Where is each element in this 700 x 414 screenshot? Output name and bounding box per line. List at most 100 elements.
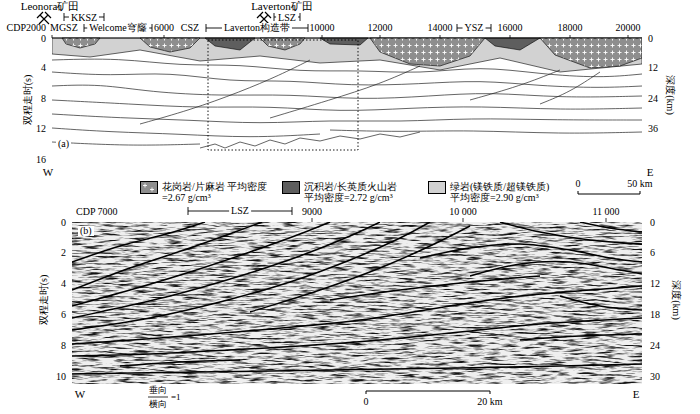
axis-tick-label: 0 [648, 34, 653, 44]
shear-zone-label: LSZ [276, 13, 298, 23]
shear-zone-label: CSZ [181, 23, 199, 33]
mine-label: Laverton矿田 [251, 1, 313, 12]
belt-label: Laverton构造带 [222, 23, 292, 33]
shear-zone-label: MGSZ [50, 23, 78, 33]
reflector-line [540, 72, 600, 104]
extent-bracket [206, 24, 308, 32]
axis-tick-label: 12 [36, 124, 46, 134]
interpreted-fault [72, 364, 642, 374]
reflector-line [270, 66, 420, 118]
scale-label: 20 km [477, 397, 502, 407]
axis-tick-label: 18 [650, 310, 660, 320]
legend-text: 沉积岩/长英质火山岩 平均密度=2.72 g/cm³ [304, 181, 412, 203]
axis-tick [380, 35, 381, 38]
reflector-line [52, 85, 642, 98]
scale-label: 0 [576, 179, 581, 189]
interpreted-fault [470, 262, 642, 276]
axis-title: 深度(km) [665, 75, 675, 114]
legend-text: 花岗岩/片麻岩 平均密度=2.67 g/cm³ [162, 181, 270, 203]
axis-tick-label: 24 [650, 341, 660, 351]
dome-label: Welcome穹窿 [87, 23, 149, 33]
legend-item: 花岗岩/片麻岩 平均密度=2.67 g/cm³ [140, 181, 270, 203]
interpreted-fault [72, 286, 642, 344]
interpreted-fault [120, 360, 240, 366]
direction-label: W [43, 167, 53, 178]
direction-label: E [647, 167, 654, 178]
cdp-label: 14000 [428, 23, 453, 33]
axis-tick-label: 8 [61, 341, 66, 351]
interpreted-fault [250, 226, 470, 312]
axis-tick [322, 35, 323, 38]
granite-unit [370, 38, 485, 66]
interpreted-fault [300, 318, 642, 346]
ratio-label: =1 [171, 393, 181, 402]
axis-tick-label: 30 [650, 372, 660, 382]
surface-line [52, 38, 642, 39]
axis-tick-label: 2 [61, 248, 66, 258]
scale-label: 50 km [627, 179, 652, 189]
zoom-box [208, 40, 358, 150]
axis-tick-label: 0 [41, 34, 46, 44]
legend-item: 绿岩(镁铁质/超镁铁质) 平均密度=2.90 g/cm³ [428, 181, 558, 203]
interpreted-fault [72, 222, 430, 330]
mine-label: Leonora矿田 [21, 1, 80, 12]
reflector-line [330, 130, 642, 133]
legend-item: 沉积岩/长英质火山岩 平均密度=2.72 g/cm³ [282, 181, 412, 203]
extent-bracket [457, 24, 491, 32]
interpreted-fault [560, 296, 642, 310]
direction-label: W [75, 389, 85, 400]
panel-letter: (b) [78, 226, 94, 236]
cdp-label: 9000 [302, 207, 322, 217]
legend-swatch [282, 181, 300, 194]
axis-tick-label: 16 [36, 155, 46, 165]
axis-tick-label: 12 [650, 279, 660, 289]
axis-tick-label: 10 [56, 372, 66, 382]
axis-tick [440, 35, 441, 38]
granite-unit [140, 38, 200, 52]
axis-tick [606, 218, 607, 222]
ratio-bar [148, 397, 168, 398]
axis-tick-label: 6 [61, 310, 66, 320]
axis-tick-label: 36 [648, 124, 658, 134]
scale-bar [366, 391, 490, 394]
extent-bracket [84, 24, 152, 32]
cdp-label: CDP2000 [7, 23, 46, 33]
interpreted-fault [72, 222, 205, 262]
axis-title: 双程走时(s) [23, 75, 33, 126]
interpreted-fault [72, 346, 300, 356]
cdp-label: 18000 [558, 23, 583, 33]
axis-tick [570, 35, 571, 38]
interpreted-fault [520, 334, 642, 340]
scale-label: 0 [364, 397, 369, 407]
direction-label: E [633, 389, 640, 400]
cdp-label: 6000 [154, 23, 174, 33]
section-b [72, 222, 642, 374]
legend-text: 绿岩(镁铁质/超镁铁质) 平均密度=2.90 g/cm³ [450, 181, 558, 203]
sediment-unit [485, 38, 540, 50]
extent-bracket [188, 207, 292, 215]
reflector-line [140, 60, 310, 124]
reflector-line [52, 128, 320, 137]
legend-swatch [140, 181, 158, 194]
interpreted-fault [330, 276, 540, 300]
axis-tick [628, 35, 629, 38]
reflector-line [52, 72, 642, 87]
scale-bar [578, 191, 640, 194]
panel-letter: (a) [56, 139, 71, 149]
interpreted-fault [72, 222, 330, 306]
axis-tick [463, 218, 464, 222]
reflector-line [470, 70, 560, 100]
legend-swatch [428, 181, 446, 194]
reflector-line [52, 142, 200, 145]
interpreted-fault [580, 222, 642, 232]
cdp-label: 12000 [368, 23, 393, 33]
axis-tick-label: 4 [61, 279, 66, 289]
axis-tick [164, 35, 165, 38]
granite-unit [62, 38, 100, 48]
interpreted-fault [420, 244, 642, 262]
axis-tick-label: 0 [61, 218, 66, 228]
shear-zone-label: KKSZ [69, 13, 99, 23]
sediment-unit [320, 38, 368, 45]
